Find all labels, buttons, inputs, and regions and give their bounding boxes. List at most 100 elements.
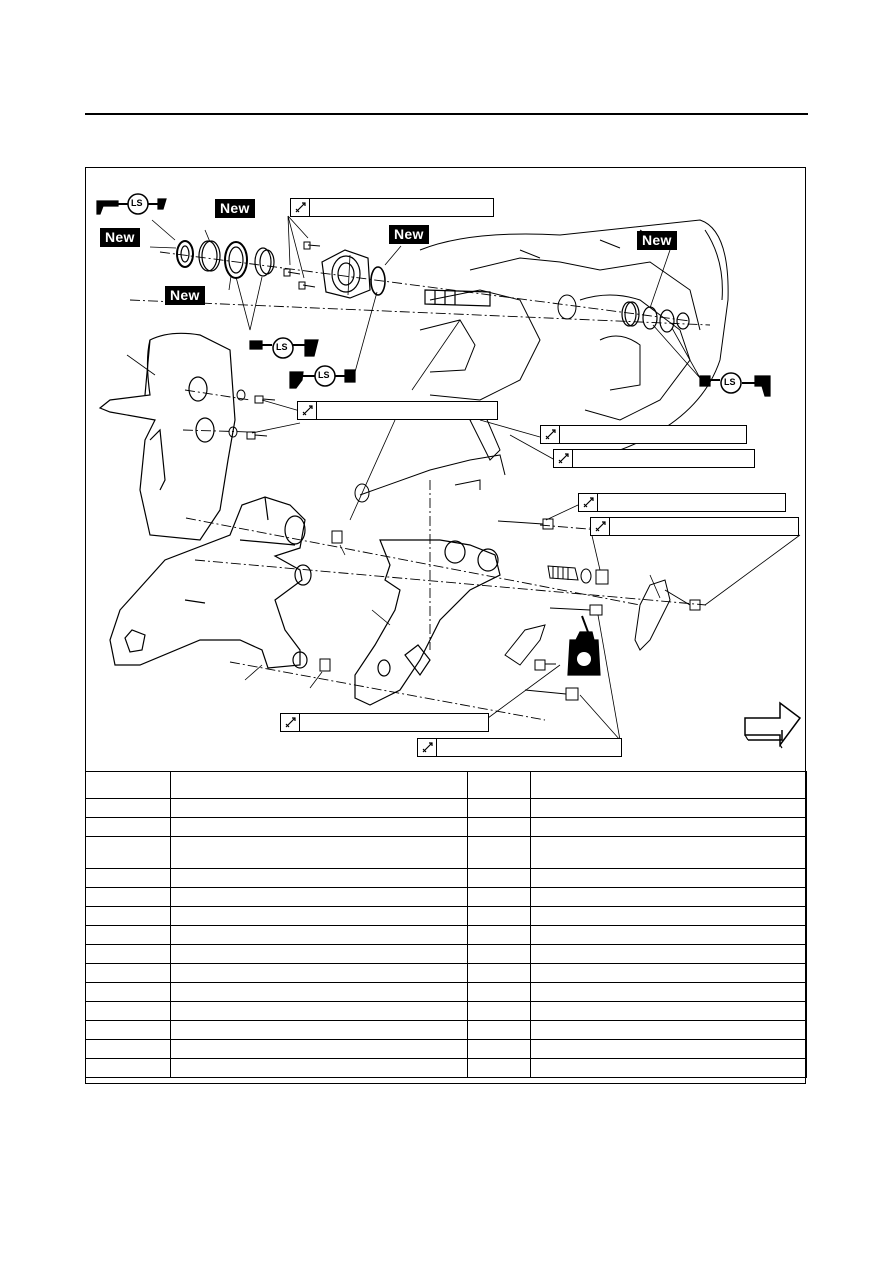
- cell-part: [170, 1020, 468, 1040]
- torque-box-5: [578, 493, 786, 512]
- table-row: [85, 798, 807, 818]
- cell-part: [170, 944, 468, 964]
- torque-box-8: [417, 738, 622, 757]
- ls-text-3: LS: [318, 370, 330, 380]
- cell-order: [85, 887, 171, 907]
- table-row: [85, 1039, 807, 1059]
- cell-qty: [467, 1001, 531, 1021]
- cell-order: [85, 1020, 171, 1040]
- chain-clip: [504, 624, 556, 671]
- cell-part: [170, 798, 468, 818]
- table-row: [85, 944, 807, 964]
- ls-text-2: LS: [276, 342, 288, 352]
- torque-box-6: [590, 517, 799, 536]
- cell-order: [85, 836, 171, 869]
- left-cover-plate: [98, 332, 236, 541]
- cell-qty: [467, 906, 531, 926]
- new-badge-3: New: [165, 286, 205, 305]
- cell-qty: [467, 798, 531, 818]
- cell-qty: [467, 836, 531, 869]
- cell-remarks: [530, 944, 807, 964]
- cell-part: [170, 906, 468, 926]
- cell-order: [85, 868, 171, 888]
- cell-order: [85, 798, 171, 818]
- new-badge-2: New: [100, 228, 140, 247]
- cell-remarks: [530, 868, 807, 888]
- cell-order: [85, 817, 171, 837]
- cell-order: [85, 1039, 171, 1059]
- cell-qty: [467, 982, 531, 1002]
- header-remarks: [530, 771, 807, 799]
- swingarm-main: [354, 539, 501, 706]
- parts-table: [85, 771, 807, 1078]
- table-row: [85, 1058, 807, 1078]
- table-row: [85, 868, 807, 888]
- cell-qty: [467, 1020, 531, 1040]
- header-job-parts: [170, 771, 468, 799]
- cell-part: [170, 836, 468, 869]
- table-row: [85, 906, 807, 926]
- new-badge-5: New: [637, 231, 677, 250]
- alignment-lines: [129, 251, 711, 721]
- exploded-view-diagram: [96, 193, 802, 749]
- leader-lines: [126, 215, 801, 741]
- cell-order: [85, 963, 171, 983]
- pivot-bolt: [497, 518, 609, 701]
- cell-part: [170, 982, 468, 1002]
- cover-bolts: [228, 389, 276, 440]
- table-row: [85, 982, 807, 1002]
- torque-box-3: [540, 425, 747, 444]
- cell-remarks: [530, 925, 807, 945]
- front-arrow: [744, 701, 802, 749]
- cell-remarks: [530, 817, 807, 837]
- cell-order: [85, 906, 171, 926]
- header-rule: [85, 113, 808, 115]
- cell-qty: [467, 1039, 531, 1059]
- output-shaft: [424, 289, 491, 307]
- cell-remarks: [530, 1001, 807, 1021]
- collars: [319, 530, 343, 672]
- torque-wrench-icon: [291, 199, 310, 216]
- cell-order: [85, 982, 171, 1002]
- cell-part: [170, 925, 468, 945]
- locking-agent-symbol: [567, 615, 601, 676]
- cell-part: [170, 887, 468, 907]
- header-order: [85, 771, 171, 799]
- cell-remarks: [530, 963, 807, 983]
- table-row: [85, 887, 807, 907]
- new-badge-1: New: [215, 199, 255, 218]
- seal-set-left: [176, 240, 275, 279]
- new-badge-4: New: [389, 225, 429, 244]
- torque-box-4: [553, 449, 755, 468]
- ls-text-4: LS: [724, 377, 736, 387]
- cell-qty: [467, 925, 531, 945]
- torque-wrench-icon: [579, 494, 598, 511]
- torque-wrench-icon: [298, 402, 317, 419]
- table-row: [85, 963, 807, 983]
- diagram-frame: [85, 167, 806, 1084]
- swingarm-left-bracket: [109, 496, 312, 669]
- table-row: [85, 1001, 807, 1021]
- cell-part: [170, 1001, 468, 1021]
- cell-remarks: [530, 1058, 807, 1078]
- cell-part: [170, 1058, 468, 1078]
- cell-order: [85, 925, 171, 945]
- torque-wrench-icon: [541, 426, 560, 443]
- ls-symbols: [96, 193, 771, 397]
- cell-qty: [467, 963, 531, 983]
- torque-box-1: [290, 198, 494, 217]
- bearing-housing: [321, 249, 386, 299]
- table-header-row: [85, 771, 807, 799]
- cell-qty: [467, 944, 531, 964]
- table-row: [85, 817, 807, 837]
- torque-wrench-icon: [554, 450, 573, 467]
- torque-wrench-icon: [281, 714, 300, 731]
- cell-order: [85, 944, 171, 964]
- cell-remarks: [530, 906, 807, 926]
- cell-part: [170, 868, 468, 888]
- torque-wrench-icon: [591, 518, 610, 535]
- cell-order: [85, 1058, 171, 1078]
- torque-box-2: [297, 401, 498, 420]
- table-row: [85, 836, 807, 869]
- torque-box-7: [280, 713, 489, 732]
